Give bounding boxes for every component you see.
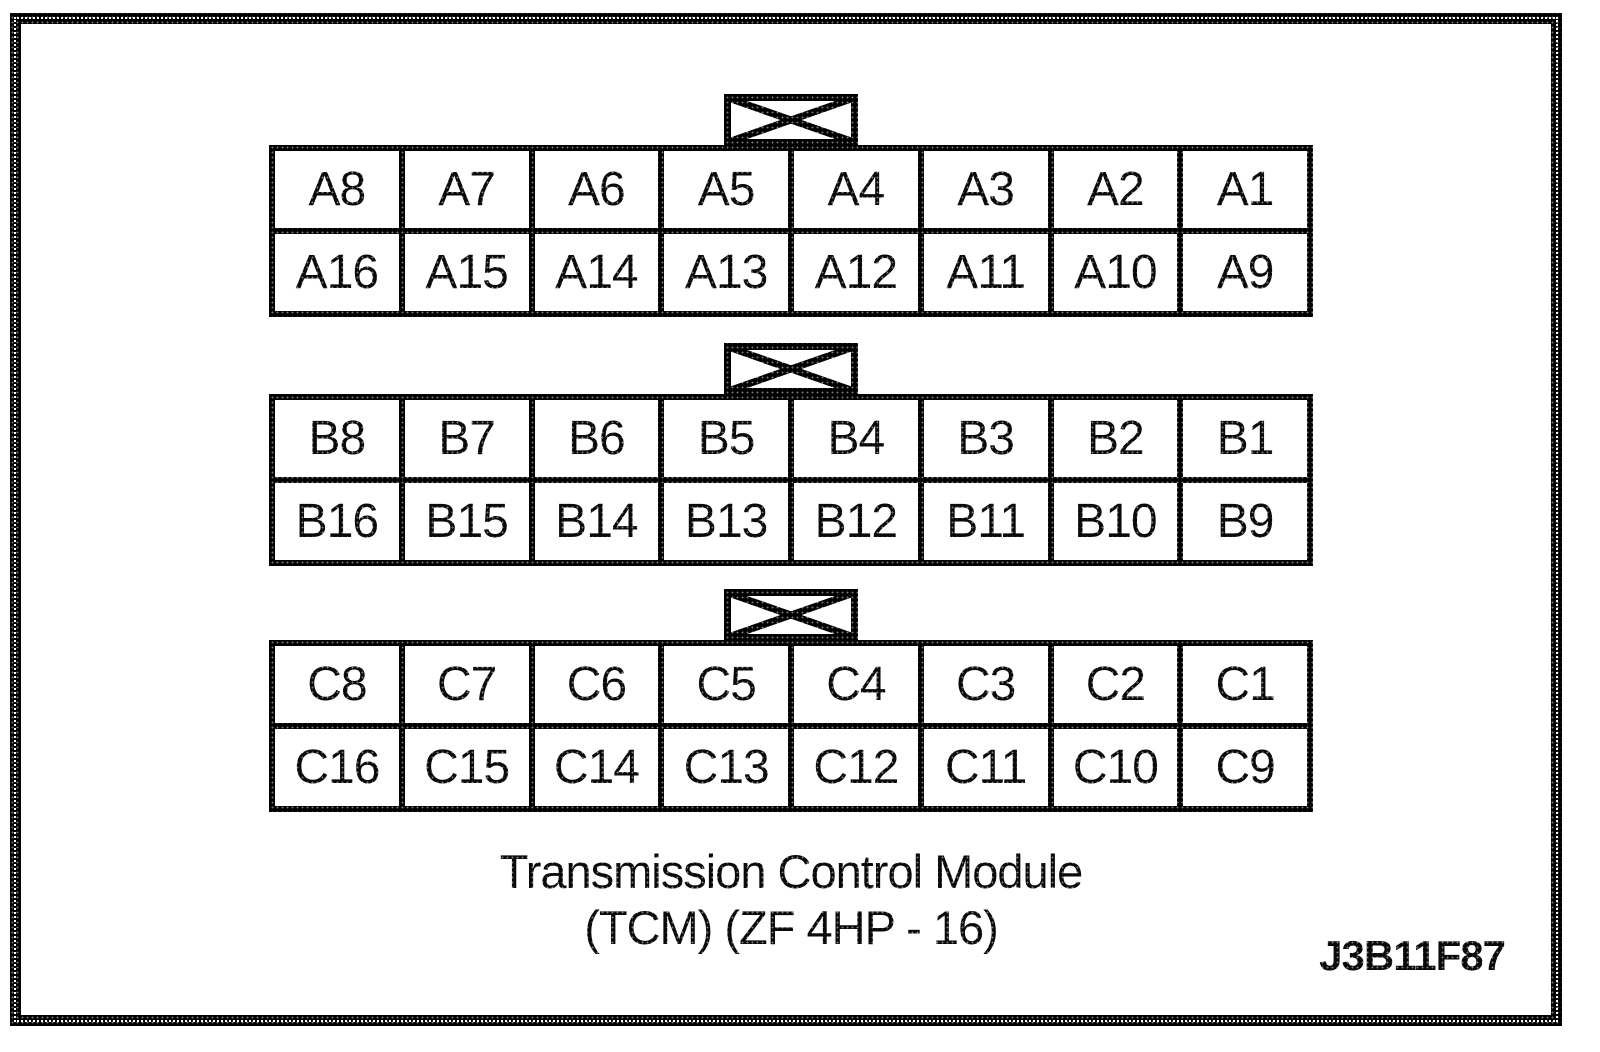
pin-cell-a14: A14	[534, 234, 659, 311]
pin-cell-c10: C10	[1053, 729, 1178, 806]
connector-key-crossed-box-icon	[724, 94, 858, 146]
pin-cell-a8: A8	[275, 151, 399, 228]
pin-cell-c13: C13	[664, 729, 788, 806]
pin-cell-a9: A9	[1183, 234, 1307, 311]
pin-cell-b10: B10	[1053, 483, 1178, 560]
connector-key-crossed-box-icon	[724, 589, 858, 641]
pin-cell-b13: B13	[664, 483, 788, 560]
pin-cell-c3: C3	[923, 646, 1048, 723]
pin-cell-c12: C12	[794, 729, 918, 806]
pin-cell-c9: C9	[1183, 729, 1307, 806]
pin-cell-b8: B8	[275, 400, 399, 477]
pin-cell-c2: C2	[1053, 646, 1178, 723]
pin-cell-c7: C7	[404, 646, 529, 723]
pin-cell-a11: A11	[923, 234, 1048, 311]
pin-cell-a3: A3	[923, 151, 1048, 228]
diagram-border-frame	[10, 13, 1562, 1026]
caption-line-2: (TCM) (ZF 4HP - 16)	[584, 901, 999, 954]
figure-reference-code: J3B11F87	[1319, 932, 1506, 979]
pin-cell-a5: A5	[664, 151, 788, 228]
pin-cell-a2: A2	[1053, 151, 1178, 228]
pin-cell-a15: A15	[404, 234, 529, 311]
connector-key-crossed-box-icon	[724, 343, 858, 395]
pin-cell-b16: B16	[275, 483, 399, 560]
pin-cell-a10: A10	[1053, 234, 1178, 311]
pin-cell-c8: C8	[275, 646, 399, 723]
pin-cell-b15: B15	[404, 483, 529, 560]
pin-cell-c1: C1	[1183, 646, 1307, 723]
pin-cell-b11: B11	[923, 483, 1048, 560]
pin-cell-b3: B3	[923, 400, 1048, 477]
pin-cell-c11: C11	[923, 729, 1048, 806]
pin-cell-a13: A13	[664, 234, 788, 311]
pin-cell-a4: A4	[794, 151, 918, 228]
pin-cell-c5: C5	[664, 646, 788, 723]
pin-cell-c16: C16	[275, 729, 399, 806]
pin-cell-b12: B12	[794, 483, 918, 560]
pin-cell-b7: B7	[404, 400, 529, 477]
pin-cell-b4: B4	[794, 400, 918, 477]
pin-cell-b2: B2	[1053, 400, 1178, 477]
pin-cell-a16: A16	[275, 234, 399, 311]
pin-cell-a12: A12	[794, 234, 918, 311]
pin-cell-b14: B14	[534, 483, 659, 560]
pin-cell-b1: B1	[1183, 400, 1307, 477]
figure-caption: Transmission Control Module (TCM) (ZF 4H…	[271, 844, 1311, 956]
pin-cell-b6: B6	[534, 400, 659, 477]
pin-cell-b9: B9	[1183, 483, 1307, 560]
pin-cell-c6: C6	[534, 646, 659, 723]
pin-cell-b5: B5	[664, 400, 788, 477]
pin-cell-c14: C14	[534, 729, 659, 806]
pin-cell-c4: C4	[794, 646, 918, 723]
pin-cell-a7: A7	[404, 151, 529, 228]
pin-cell-a1: A1	[1183, 151, 1307, 228]
pin-cell-c15: C15	[404, 729, 529, 806]
pin-cell-a6: A6	[534, 151, 659, 228]
caption-line-1: Transmission Control Module	[499, 845, 1084, 898]
